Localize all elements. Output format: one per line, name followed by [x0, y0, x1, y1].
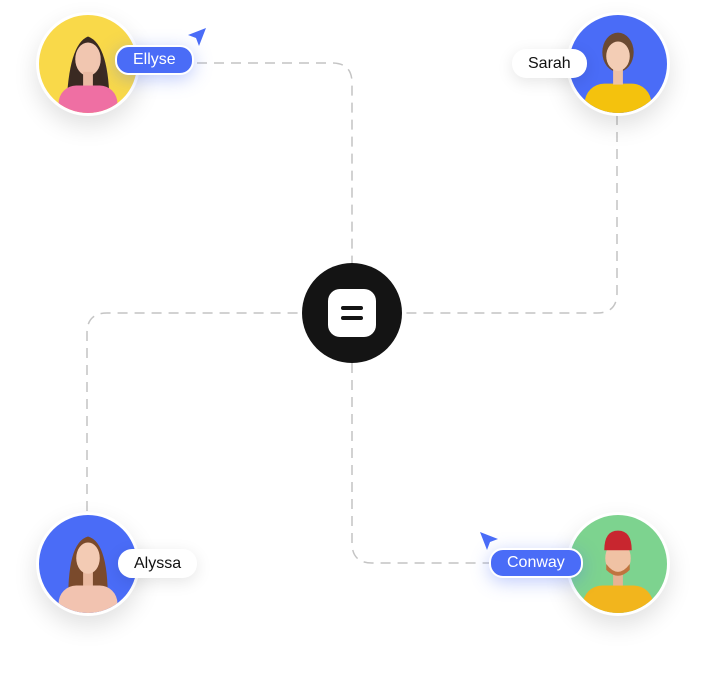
- cursor-arrow-icon: [480, 532, 498, 550]
- line-alyssa: [86, 312, 302, 511]
- line-ellyse: [197, 62, 353, 263]
- line-sarah: [402, 115, 618, 314]
- user-label-ellyse: Ellyse: [115, 45, 194, 75]
- equals-logo-icon: [328, 289, 376, 337]
- user-label-alyssa: Alyssa: [118, 549, 198, 578]
- user-label-conway: Conway: [489, 548, 583, 578]
- hub-logo: [302, 263, 402, 363]
- avatar-conway: [566, 512, 670, 616]
- user-label-sarah: Sarah: [512, 49, 587, 78]
- line-conway: [351, 363, 490, 564]
- cursor-arrow-icon: [188, 28, 206, 46]
